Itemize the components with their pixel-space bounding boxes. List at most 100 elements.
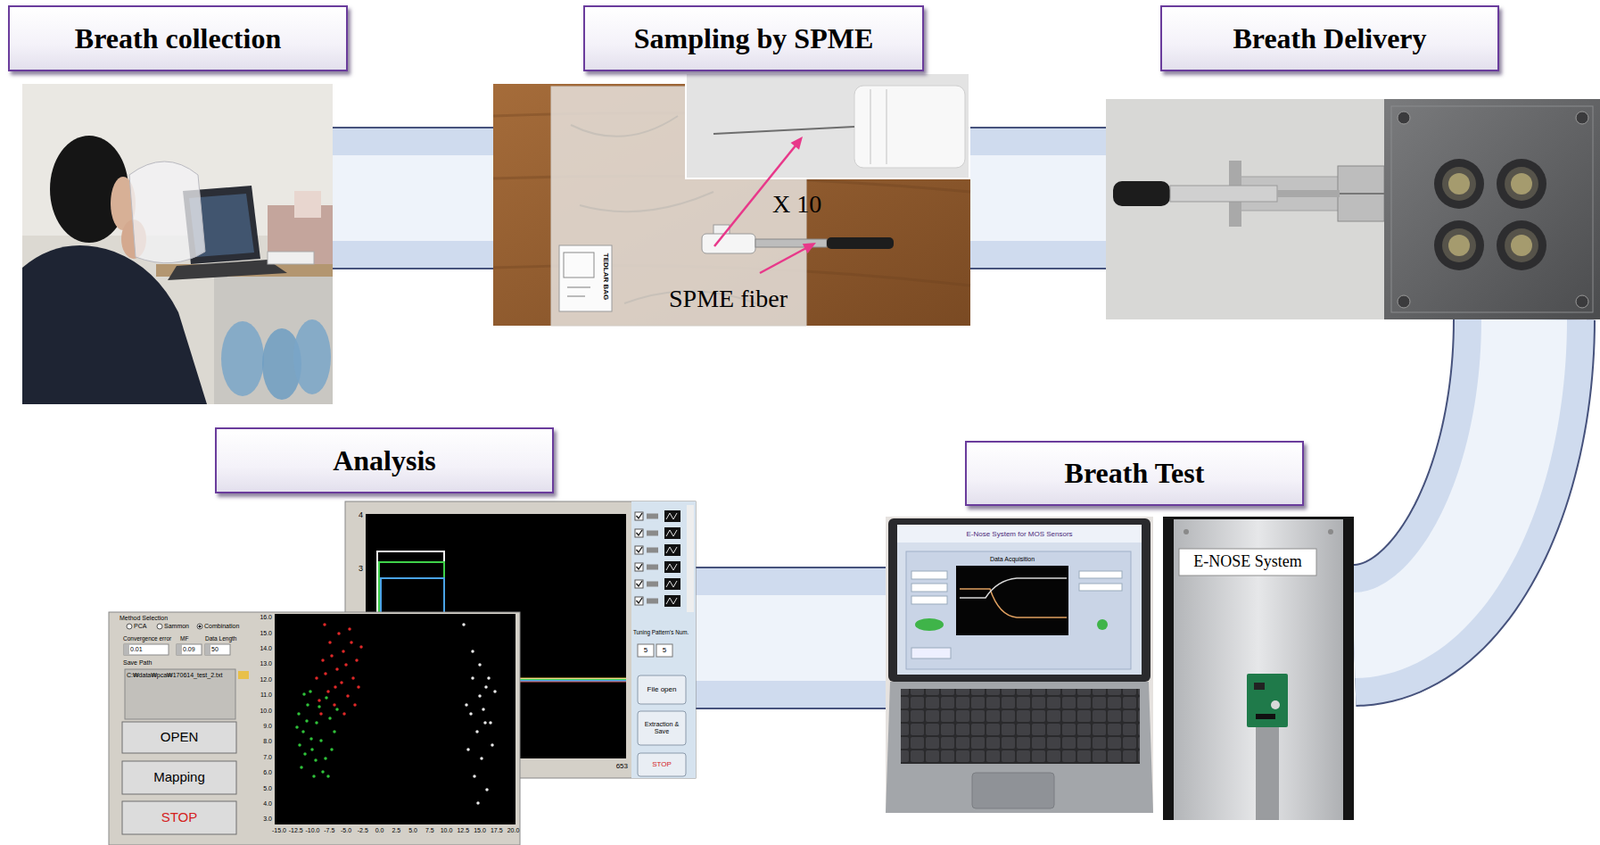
- ui-button-text: STOP: [161, 809, 198, 825]
- axis-tick: 7.5: [425, 826, 435, 834]
- axis-tick: 6.0: [263, 768, 273, 776]
- path-box: [124, 668, 236, 719]
- number-box: [637, 643, 654, 657]
- box-on-desk: [294, 190, 322, 218]
- ui-text: Convergence error: [123, 635, 172, 642]
- channel-tags: [646, 516, 659, 602]
- axis-tick: 3.0: [263, 815, 273, 823]
- band-outline: [1353, 319, 1525, 636]
- channel-waves: [666, 512, 677, 604]
- label-box: 10.0: [434, 824, 460, 835]
- axis-tick: 0.0: [375, 826, 385, 834]
- spme-needle: [1339, 192, 1385, 195]
- file-path: C:₩data₩pca₩170614_test_2.txt: [126, 671, 223, 679]
- label-box: SPME fiber: [668, 283, 812, 314]
- name-plate: [1179, 548, 1317, 576]
- gas-sensor: [1510, 234, 1533, 256]
- ui-field: [1079, 570, 1122, 578]
- label-box: 13.0: [248, 659, 273, 669]
- label-box: -7.5: [316, 824, 342, 835]
- axis-tick: 5.0: [263, 784, 273, 792]
- scatter-points: [463, 624, 495, 803]
- sensor-chamber: [1384, 98, 1600, 320]
- axis-tick: -5.0: [340, 826, 352, 834]
- ui-field: [1079, 583, 1122, 591]
- touchpad: [972, 772, 1055, 809]
- band-fill: [695, 568, 886, 708]
- label-box: 3.0: [248, 814, 273, 825]
- bag-label-text: TEDLAR BAG: [602, 253, 611, 300]
- label-box: 653: [599, 759, 628, 773]
- signal-plot: [956, 565, 1069, 636]
- breath-delivery-photo: [1105, 98, 1600, 320]
- axis-tick: 15.0: [473, 826, 487, 834]
- step-title: Analysis: [332, 444, 437, 478]
- screw: [1575, 111, 1589, 124]
- laptop-photo: [885, 516, 1154, 813]
- band-core: [970, 197, 1106, 199]
- label-box: Method Selection: [119, 613, 209, 623]
- number-box: [656, 643, 673, 657]
- flow-band: [1353, 319, 1525, 636]
- label-box: 11.0: [248, 690, 273, 701]
- ui-value: 5: [643, 646, 648, 655]
- axis-tick: 10.0: [440, 826, 454, 834]
- ui-button-text: Extraction & Save: [637, 720, 686, 735]
- label-box: 5: [637, 643, 654, 657]
- sensor-ring: [1504, 166, 1539, 201]
- flow-band: [332, 197, 494, 199]
- scrollbar: [686, 504, 694, 612]
- screw: [1183, 528, 1189, 535]
- magnified-inset: [685, 73, 970, 179]
- axis-tick: -12.5: [288, 826, 304, 834]
- ui-field: [911, 570, 948, 579]
- label-box: 2.5: [383, 824, 409, 835]
- label-box: 20.0: [501, 824, 527, 835]
- axis-tick: 13.0: [259, 659, 273, 668]
- pointer-arrowhead: [791, 136, 804, 150]
- spme-rod: [1277, 189, 1340, 198]
- axis-tick: 16.0: [259, 613, 273, 621]
- photo-ground: [885, 516, 1154, 813]
- keyboard-well: [900, 688, 1140, 764]
- label-box: 7.0: [248, 751, 273, 762]
- pointer-arrowhead: [802, 242, 817, 254]
- step-title: Breath Test: [1064, 456, 1205, 490]
- ui-value: 0.09: [182, 645, 196, 653]
- band-fill: [332, 128, 494, 268]
- ui-button: [637, 710, 686, 745]
- window-title: E-Nose System for MOS Sensors: [965, 530, 1073, 539]
- radio-label: PCA: [133, 622, 147, 630]
- radio-label: Combination: [204, 622, 240, 630]
- fiber-plunger: [826, 237, 894, 249]
- control-panel: [631, 501, 696, 778]
- label-box: 6.0: [248, 767, 273, 778]
- spme-needle: [713, 126, 855, 134]
- label-box: E-NOSE System: [1179, 548, 1317, 576]
- label-box: 17.5: [484, 824, 510, 835]
- sensor-socket: [1496, 158, 1547, 209]
- channel-icon: [664, 577, 681, 590]
- radio-button: [197, 623, 203, 629]
- folder-icon: [238, 670, 249, 679]
- axis-tick: 7.0: [263, 753, 273, 761]
- step-panel: Breath collection: [22, 83, 333, 405]
- ui-indicator: [915, 618, 944, 631]
- label-lines: [567, 287, 591, 297]
- value-box: [123, 643, 169, 655]
- label-box: Mapping: [122, 760, 237, 794]
- step-title-box: Analysis: [214, 427, 554, 494]
- step-title-box: Sampling by SPME: [583, 5, 924, 72]
- axis-tick: -10.0: [305, 826, 321, 834]
- label-box: STOP: [122, 800, 237, 834]
- label-box: X 10: [772, 189, 835, 220]
- radio-button: [126, 623, 132, 629]
- band-highlight: [332, 155, 494, 241]
- axis-tick: 15.0: [259, 629, 273, 637]
- label-box: PCA: [133, 621, 159, 631]
- chamber-rim: [1391, 106, 1593, 313]
- band-outline: [332, 126, 494, 270]
- label-box: 50: [211, 643, 231, 655]
- ui-field: [911, 583, 948, 592]
- bag-label: [559, 245, 612, 312]
